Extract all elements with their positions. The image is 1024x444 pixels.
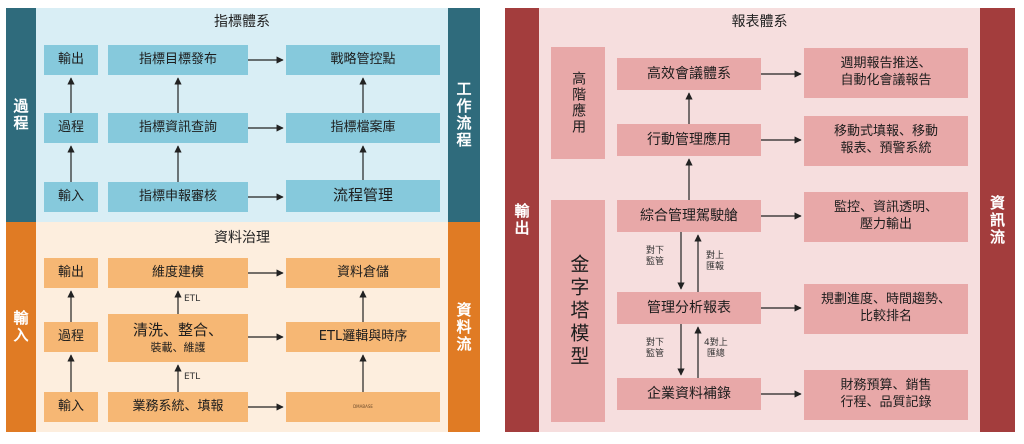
note-down-supervise-1: 對下監管 <box>646 246 665 268</box>
enterprise-data-box: 企業資料補錄 <box>617 378 761 410</box>
data-governance-title: 資料治理 <box>214 230 270 246</box>
flow-management-box: 流程管理 <box>286 180 440 212</box>
planning-line-2: 比較排名 <box>859 309 912 324</box>
business-system-box: 業務系統、填報 <box>108 392 248 422</box>
side-bar-dataflow: 資料流 <box>448 222 480 432</box>
management-cockpit-box: 綜合管理駕駛艙 <box>617 200 761 232</box>
finance-budget-box: 財務預算、銷售 行程、品質記錄 <box>804 370 968 420</box>
orange-process-box: 過程 <box>44 322 98 352</box>
indicator-query-box: 指標資訊查詢 <box>108 113 248 143</box>
blue-process-box: 過程 <box>44 113 98 143</box>
indicator-publish-box: 指標目標發布 <box>108 45 248 75</box>
periodic-report-line-2: 自動化會議報告 <box>840 73 932 88</box>
side-bar-output: 輸出 <box>505 8 539 432</box>
periodic-report-box: 週期報告推送、 自動化會議報告 <box>804 48 968 98</box>
high-level-application-box: 高階應用 <box>551 47 605 159</box>
orange-input-box: 輸入 <box>44 392 98 422</box>
side-bar-input: 輸入 <box>6 222 36 432</box>
indicator-system-title: 指標體系 <box>214 14 270 30</box>
data-warehouse-box: 資料倉儲 <box>286 258 440 288</box>
etl-logic-box: ETL邏輯與時序 <box>286 322 440 352</box>
periodic-report-line-1: 週期報告推送、 <box>840 56 932 72</box>
side-bar-process: 過程 <box>6 8 36 222</box>
efficient-meeting-box: 高效會議體系 <box>617 58 761 90</box>
cleaning-integration-box: 清洗、整合、 裝載、維護 <box>108 314 248 362</box>
blue-output-box: 輸出 <box>44 45 98 75</box>
blue-input-box: 輸入 <box>44 182 98 212</box>
finance-line-1: 財務預算、銷售 <box>840 378 932 394</box>
mobile-management-box: 行動管理應用 <box>617 124 761 156</box>
mobile-report-line-2: 報表、預警系統 <box>840 141 932 156</box>
etl-label-lower: ETL <box>184 372 201 382</box>
mobile-report-line-1: 移動式填報、移動 <box>833 124 938 140</box>
dimension-modeling-box: 維度建模 <box>108 258 248 288</box>
pyramid-model-box: 金字塔模型 <box>551 200 605 422</box>
database-box: DMABASE <box>286 392 440 422</box>
finance-line-2: 行程、品質記錄 <box>840 395 932 410</box>
indicator-archive-box: 指標檔案庫 <box>286 113 440 143</box>
orange-output-box: 輸出 <box>44 258 98 288</box>
report-system-title: 報表體系 <box>731 14 788 30</box>
etl-label-upper: ETL <box>184 294 201 304</box>
planning-line-1: 規劃進度、時間趨勢、 <box>820 292 951 308</box>
management-analysis-box: 管理分析報表 <box>617 292 761 324</box>
strategy-control-box: 戰略管控點 <box>286 45 440 75</box>
cleaning-line-1: 清洗、整合、 <box>132 321 223 340</box>
side-bar-infoflow: 資訊流 <box>980 8 1015 432</box>
monitoring-box: 監控、資訊透明、 壓力輸出 <box>804 192 968 242</box>
indicator-review-box: 指標申報審核 <box>108 182 248 212</box>
monitoring-line-1: 監控、資訊透明、 <box>833 200 938 216</box>
note-up-summary-2: 4對上匯總 <box>704 338 728 360</box>
note-down-supervise-2: 對下監管 <box>646 338 665 360</box>
note-up-report-1: 對上匯報 <box>706 251 725 273</box>
side-bar-workflow: 工作流程 <box>448 8 480 222</box>
planning-progress-box: 規劃進度、時間趨勢、 比較排名 <box>804 284 968 334</box>
monitoring-line-2: 壓力輸出 <box>859 217 912 232</box>
cleaning-line-2: 裝載、維護 <box>150 340 206 354</box>
mobile-report-box: 移動式填報、移動 報表、預警系統 <box>804 116 968 166</box>
